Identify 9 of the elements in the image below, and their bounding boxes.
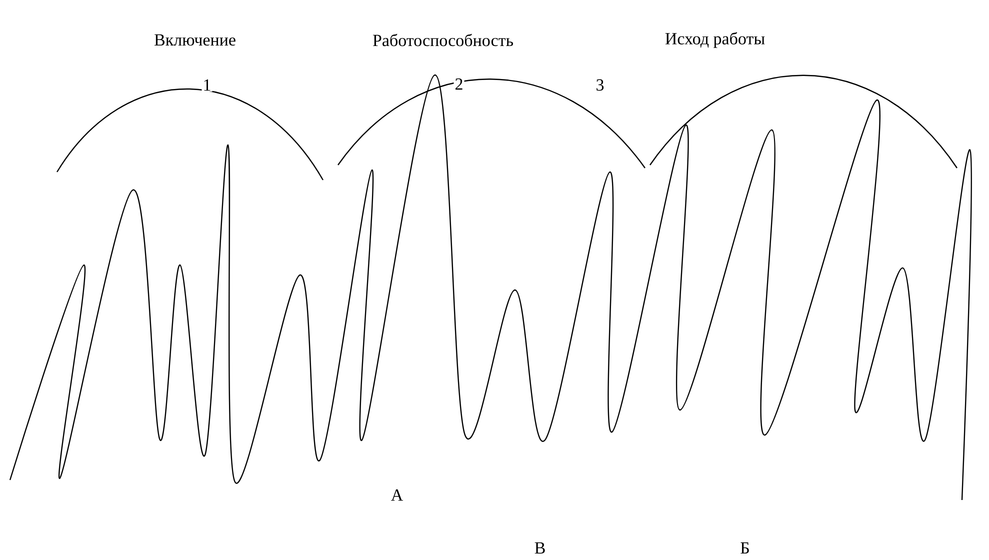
phase-heading: Работоспособность — [371, 32, 515, 48]
point-letter: Б — [739, 541, 751, 555]
arc-number: 2 — [454, 77, 464, 91]
phase-heading: Включение — [153, 33, 237, 47]
point-letter: А — [390, 488, 404, 502]
arc-number: 1 — [202, 78, 212, 92]
arc-number: 3 — [594, 78, 606, 92]
point-letter: В — [533, 541, 547, 555]
phase-heading: Исход работы — [664, 31, 766, 49]
